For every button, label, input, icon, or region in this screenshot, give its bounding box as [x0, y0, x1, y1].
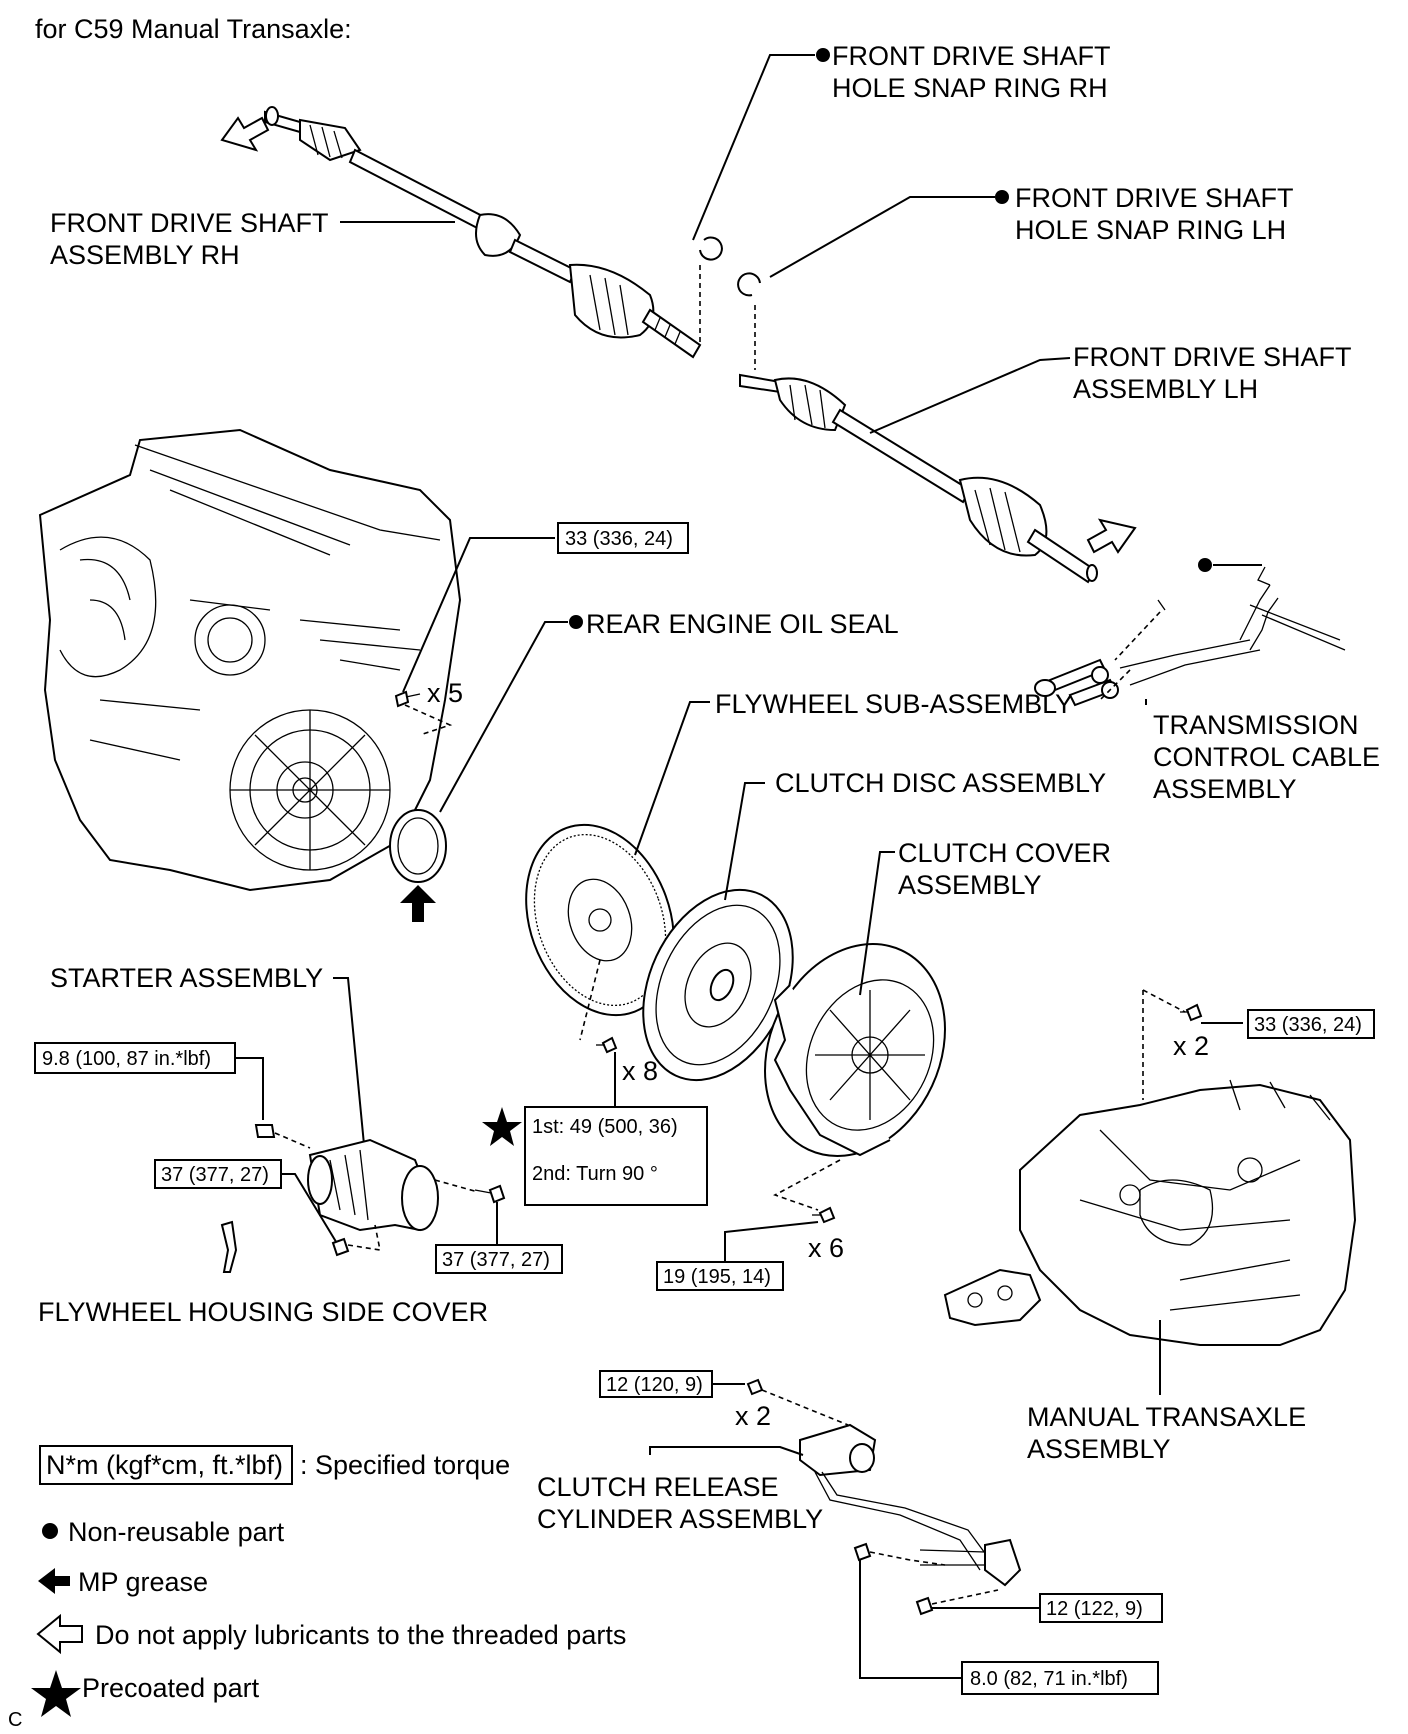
starter-bolt-right-torque-box: [435, 1244, 563, 1274]
legend-non-reusable-icon: [42, 1523, 58, 1539]
engine-drawing: [38, 428, 462, 892]
trans-cable-label-3: ASSEMBLY: [1153, 774, 1297, 804]
transaxle-bolt-torque-box: [1247, 1009, 1375, 1039]
starter-bolt-left-torque: 37 (377, 27): [161, 1164, 269, 1186]
flywheel-bolt-qty: x 8: [622, 1056, 658, 1086]
bracket-bolt-torque: 12 (122, 9): [1046, 1598, 1143, 1620]
release-cyl-label-2: CYLINDER ASSEMBLY: [537, 1504, 823, 1534]
snap-ring-lh-part: [737, 272, 761, 297]
clutch-release-cylinder-drawing: [799, 1423, 1022, 1587]
starter-bolt-left-torque-box: [154, 1159, 282, 1189]
legend-non-reusable-text: Non-reusable part: [68, 1517, 285, 1547]
bracket-bolt-torque-box: [1039, 1593, 1163, 1623]
legend-torque-text: : Specified torque: [300, 1450, 510, 1480]
front-drive-shaft-rh-drawing: [264, 106, 702, 359]
clutch-cover-torque-box: [656, 1261, 784, 1291]
starter-drawing: [307, 1138, 439, 1232]
drive-shaft-rh-label: FRONT DRIVE SHAFT: [50, 208, 329, 238]
legend-no-lubricant-text: Do not apply lubricants to the threaded …: [95, 1620, 626, 1650]
flywheel-housing-cover-label: FLYWHEEL HOUSING SIDE COVER: [38, 1297, 488, 1327]
clutch-cover-bolt-drawing: [812, 1206, 836, 1224]
legend-no-lubricant-icon: [36, 1613, 83, 1655]
trans-cable-label: TRANSMISSION: [1153, 710, 1359, 740]
flywheel-label: FLYWHEEL SUB-ASSEMBLY: [715, 689, 1073, 719]
legend-mp-grease-text: MP grease: [78, 1567, 208, 1597]
clutch-cover-torque: 19 (195, 14): [663, 1266, 771, 1288]
legend: N*m (kgf*cm, ft.*lbf) : Specified torque…: [31, 1445, 626, 1717]
release-cyl-torque: 12 (120, 9): [606, 1374, 703, 1396]
legend-mp-grease-icon: [38, 1568, 70, 1594]
engine-bolt-torque-box: [557, 522, 689, 554]
legend-torque-format: N*m (kgf*cm, ft.*lbf): [46, 1450, 283, 1480]
clutch-cover-drawing: [764, 943, 946, 1157]
clutch-disc-drawing: [642, 888, 794, 1082]
flywheel-torque-box: [524, 1106, 708, 1206]
starter-label: STARTER ASSEMBLY: [50, 963, 323, 993]
legend-torque-box: [39, 1445, 293, 1485]
snap-ring-lh-label-2: HOLE SNAP RING LH: [1015, 215, 1286, 245]
flywheel-torque-1st: 1st: 49 (500, 36): [532, 1116, 678, 1138]
line-bolt-torque: 8.0 (82, 71 in.*lbf): [970, 1668, 1128, 1690]
clutch-cover-label-2: ASSEMBLY: [898, 870, 1042, 900]
release-cyl-bolt-drawing: [746, 1378, 764, 1396]
engine-bolt-drawing: [394, 690, 421, 708]
starter-bolt-right-part: [488, 1184, 506, 1204]
engine-bolt-qty: x 5: [427, 678, 463, 708]
transaxle-bolt-torque: 33 (336, 24): [1254, 1014, 1362, 1036]
flywheel-housing-cover-part: [220, 1220, 238, 1273]
snap-ring-rh-label: FRONT DRIVE SHAFT: [832, 41, 1111, 71]
drive-shaft-lh-label-2: ASSEMBLY LH: [1073, 374, 1258, 404]
starter-nut-part: [254, 1124, 276, 1138]
trans-cable-label-2: CONTROL CABLE: [1153, 742, 1380, 772]
diagram-title: for C59 Manual Transaxle:: [35, 14, 352, 44]
figure-code: C: [8, 1709, 22, 1731]
rear-oil-seal-label: REAR ENGINE OIL SEAL: [586, 609, 899, 639]
legend-precoated-text: Precoated part: [82, 1673, 260, 1703]
clutch-cover-label: CLUTCH COVER: [898, 838, 1111, 868]
flywheel-drawing: [525, 823, 675, 1017]
starter-bolt-left-part: [331, 1237, 350, 1257]
drive-shaft-rh-label-2: ASSEMBLY RH: [50, 240, 240, 270]
line-bolt-torque-box: [961, 1661, 1159, 1695]
rear-oil-seal-part: [389, 809, 447, 883]
legend-precoated-icon: [31, 1670, 81, 1717]
non-reusable-dot-icon: [995, 190, 1009, 204]
precoated-star-icon: [482, 1107, 522, 1146]
non-reusable-dot-icon: [569, 615, 583, 629]
non-reusable-dot-icon: [1198, 558, 1212, 572]
snap-ring-rh-part: [699, 236, 723, 261]
snap-ring-lh-label: FRONT DRIVE SHAFT: [1015, 183, 1294, 213]
line-bolt-part: [853, 1542, 872, 1562]
mp-grease-arrow-icon: [400, 885, 436, 922]
release-cyl-bolt-qty: x 2: [735, 1401, 771, 1431]
starter-nut-torque-box: [34, 1042, 236, 1074]
manual-transaxle-drawing: [943, 1079, 1357, 1346]
transaxle-bolt-qty: x 2: [1173, 1031, 1209, 1061]
release-cyl-label: CLUTCH RELEASE: [537, 1472, 779, 1502]
non-reusable-dot-icon: [816, 48, 830, 62]
bracket-bolt-part: [915, 1596, 934, 1616]
manual-transaxle-label: MANUAL TRANSAXLE: [1027, 1402, 1306, 1432]
transaxle-bolt-drawing: [1180, 1003, 1203, 1022]
flywheel-bolt-drawing: [596, 1036, 618, 1054]
transmission-cable-drawing: [1034, 566, 1346, 707]
engine-bolt-torque: 33 (336, 24): [565, 528, 673, 550]
front-drive-shaft-lh-drawing: [739, 373, 1098, 584]
manual-transaxle-label-2: ASSEMBLY: [1027, 1434, 1171, 1464]
clutch-cover-bolt-qty: x 6: [808, 1233, 844, 1263]
no-lubricant-arrow-icon: [220, 116, 270, 152]
flywheel-torque-2nd: 2nd: Turn 90 °: [532, 1163, 658, 1185]
snap-ring-rh-label-2: HOLE SNAP RING RH: [832, 73, 1108, 103]
clutch-disc-label: CLUTCH DISC ASSEMBLY: [775, 768, 1106, 798]
starter-nut-torque: 9.8 (100, 87 in.*lbf): [42, 1048, 211, 1070]
no-lubricant-arrow-icon: [1086, 518, 1137, 554]
drive-shaft-lh-label: FRONT DRIVE SHAFT: [1073, 342, 1352, 372]
starter-bolt-right-torque: 37 (377, 27): [442, 1249, 550, 1271]
